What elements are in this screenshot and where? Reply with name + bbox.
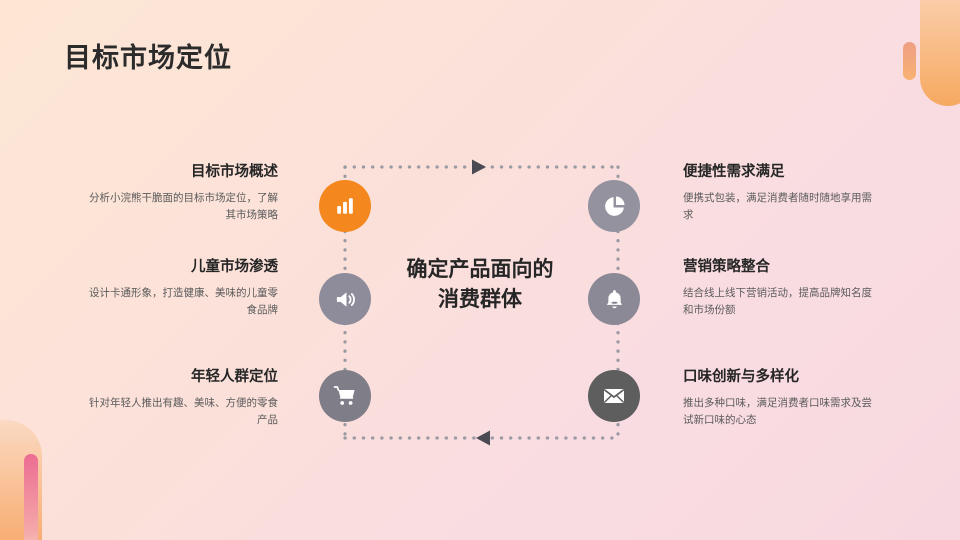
speaker-icon [319, 273, 371, 325]
right-item-2-title: 营销策略整合 [683, 259, 770, 275]
decorative-pill-top-right-small [903, 42, 916, 80]
center-heading: 确定产品面向的消费群体 [406, 258, 554, 311]
left-item-2-desc: 设计卡通形象，打造健康、美味的儿童零食品牌 [89, 287, 278, 317]
bell-icon [588, 273, 640, 325]
left-item-2: 儿童市场渗透 设计卡通形象，打造健康、美味的儿童零食品牌 [86, 258, 278, 320]
right-item-3-title: 口味创新与多样化 [683, 369, 799, 385]
right-item-1-title: 便捷性需求满足 [683, 164, 785, 180]
left-item-3: 年轻人群定位 针对年轻人推出有趣、美味、方便的零食产品 [86, 368, 278, 430]
right-item-1-desc: 便携式包装，满足消费者随时随地享用需求 [683, 192, 872, 222]
right-item-2-desc: 结合线上线下营销活动，提高品牌知名度和市场份额 [683, 287, 872, 317]
right-item-3: 口味创新与多样化 推出多种口味，满足消费者口味需求及尝试新口味的心态 [683, 368, 875, 430]
left-item-1-title: 目标市场概述 [191, 164, 278, 180]
right-item-3-desc: 推出多种口味，满足消费者口味需求及尝试新口味的心态 [683, 397, 872, 427]
bar-chart-icon [319, 180, 371, 232]
left-item-3-title: 年轻人群定位 [191, 369, 278, 385]
decorative-pill-bottom-left-small [24, 454, 38, 540]
page-title: 目标市场定位 [64, 43, 232, 73]
right-item-1: 便捷性需求满足 便携式包装，满足消费者随时随地享用需求 [683, 163, 875, 225]
left-item-1: 目标市场概述 分析小浣熊干脆面的目标市场定位，了解其市场策略 [86, 163, 278, 225]
decorative-pill-top-right-large [920, 0, 960, 106]
left-item-2-title: 儿童市场渗透 [191, 259, 278, 275]
envelope-icon [588, 370, 640, 422]
right-item-2: 营销策略整合 结合线上线下营销活动，提高品牌知名度和市场份额 [683, 258, 875, 320]
left-item-1-desc: 分析小浣熊干脆面的目标市场定位，了解其市场策略 [89, 192, 278, 222]
left-item-3-desc: 针对年轻人推出有趣、美味、方便的零食产品 [89, 397, 278, 427]
shopping-cart-icon [319, 370, 371, 422]
pie-chart-icon [588, 180, 640, 232]
